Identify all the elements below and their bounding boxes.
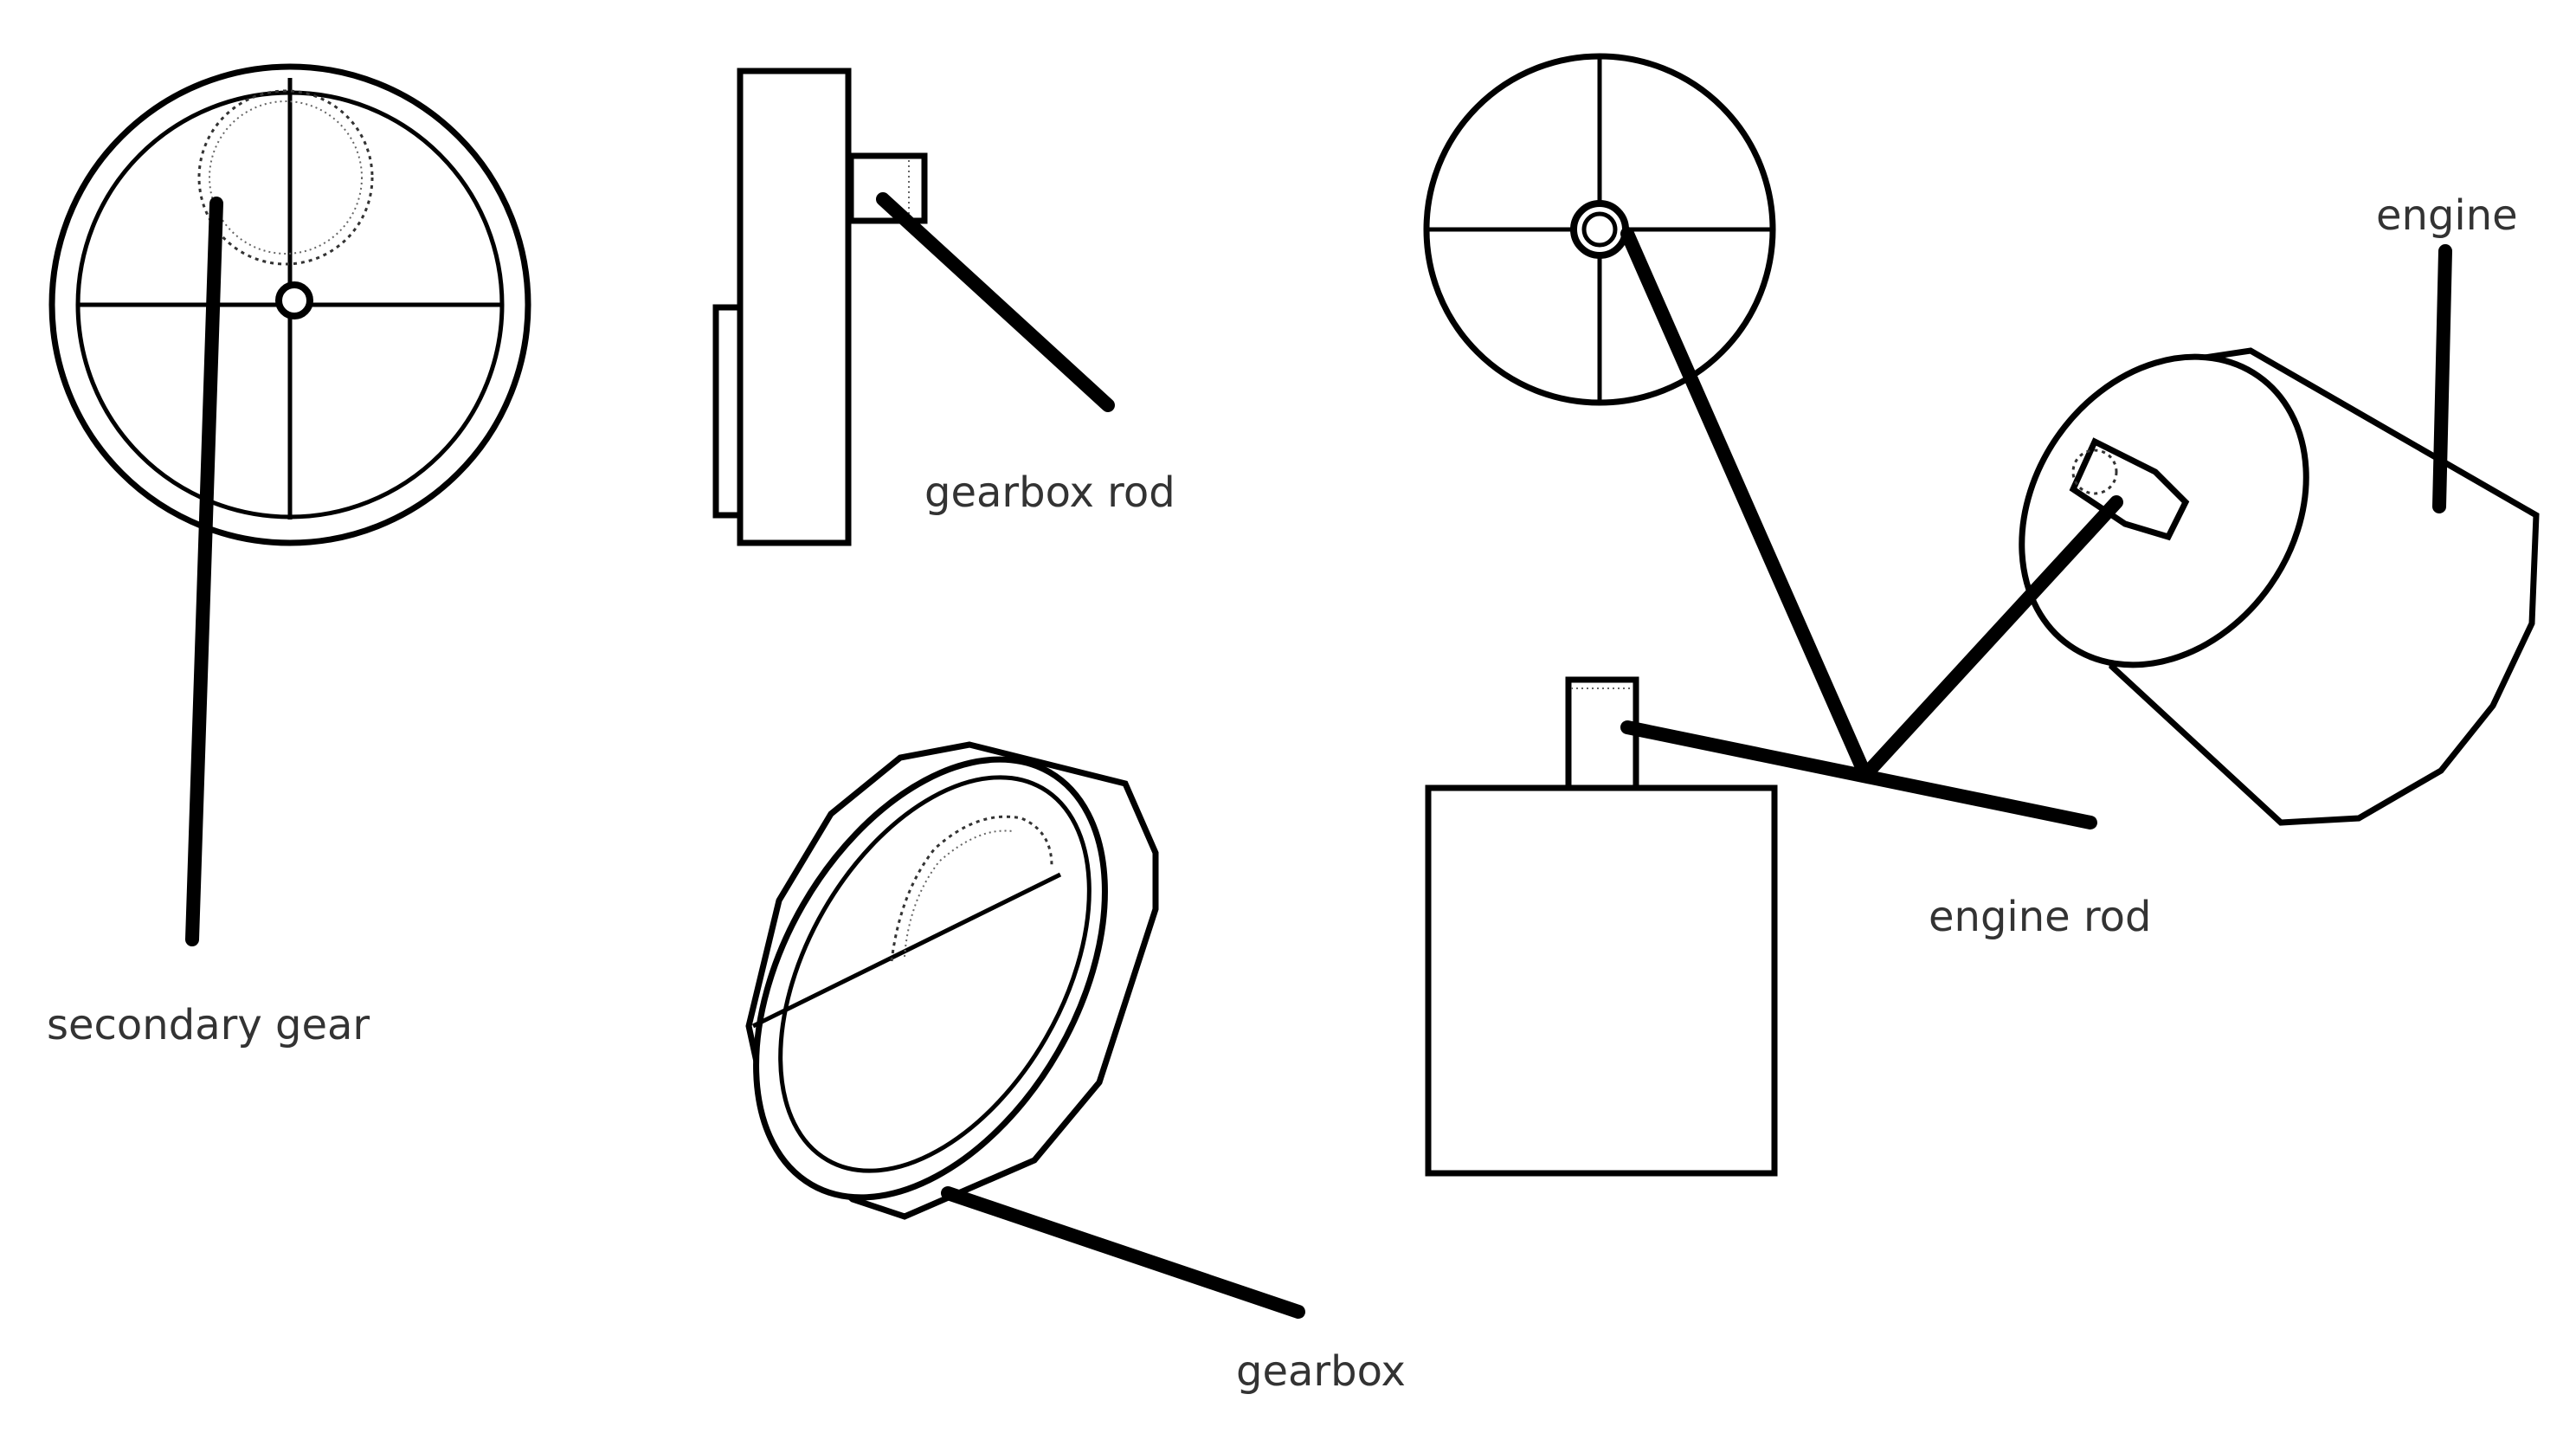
- hub: [275, 281, 313, 320]
- side-view-plate: [712, 304, 744, 519]
- label-engine-rod: engine rod: [1929, 893, 2151, 941]
- wheel-hub: [1570, 200, 1629, 259]
- label-engine: engine: [2376, 191, 2518, 240]
- engine-rod-to-wheel: [1620, 227, 1872, 782]
- box-with-shaft: [1425, 676, 1778, 1177]
- small-gear-teeth: [197, 89, 374, 266]
- gearbox-face-outer: [753, 756, 1108, 1201]
- engine-shaft-gear: [2071, 449, 2118, 495]
- gearbox-leader: [941, 1186, 1305, 1319]
- gearbox-face-inner: [778, 775, 1092, 1173]
- small-gear-body: [209, 100, 363, 255]
- gearbox-rod-leader: [876, 192, 1115, 412]
- label-secondary-gear: secondary gear: [47, 1001, 370, 1049]
- gearbox-gear-hatch: [904, 829, 1014, 958]
- engine-leader: [2432, 244, 2452, 513]
- side-view-body: [737, 68, 852, 546]
- wheel-hub-inner: [1581, 211, 1618, 248]
- label-gearbox: gearbox: [1236, 1347, 1406, 1396]
- wheel-front-view: [1423, 53, 1776, 406]
- secondary-gear-front-view: [48, 63, 531, 946]
- gear-side-view: [712, 68, 1115, 546]
- gearbox-gear-fragment: [890, 815, 1053, 962]
- engine-rod-to-box: [1620, 720, 2097, 829]
- engine-rod-leaders: [1620, 227, 2123, 829]
- secondary-gear-leader: [185, 197, 223, 946]
- gearbox-divider: [751, 872, 1062, 1029]
- label-gearbox-rod: gearbox rod: [924, 468, 1175, 517]
- box-body: [1425, 784, 1778, 1177]
- engine-shaft: [2069, 437, 2190, 541]
- engine-rod-to-engine: [1858, 495, 2123, 782]
- engine-3d: [2019, 244, 2540, 826]
- gearbox-3d: [745, 741, 1305, 1319]
